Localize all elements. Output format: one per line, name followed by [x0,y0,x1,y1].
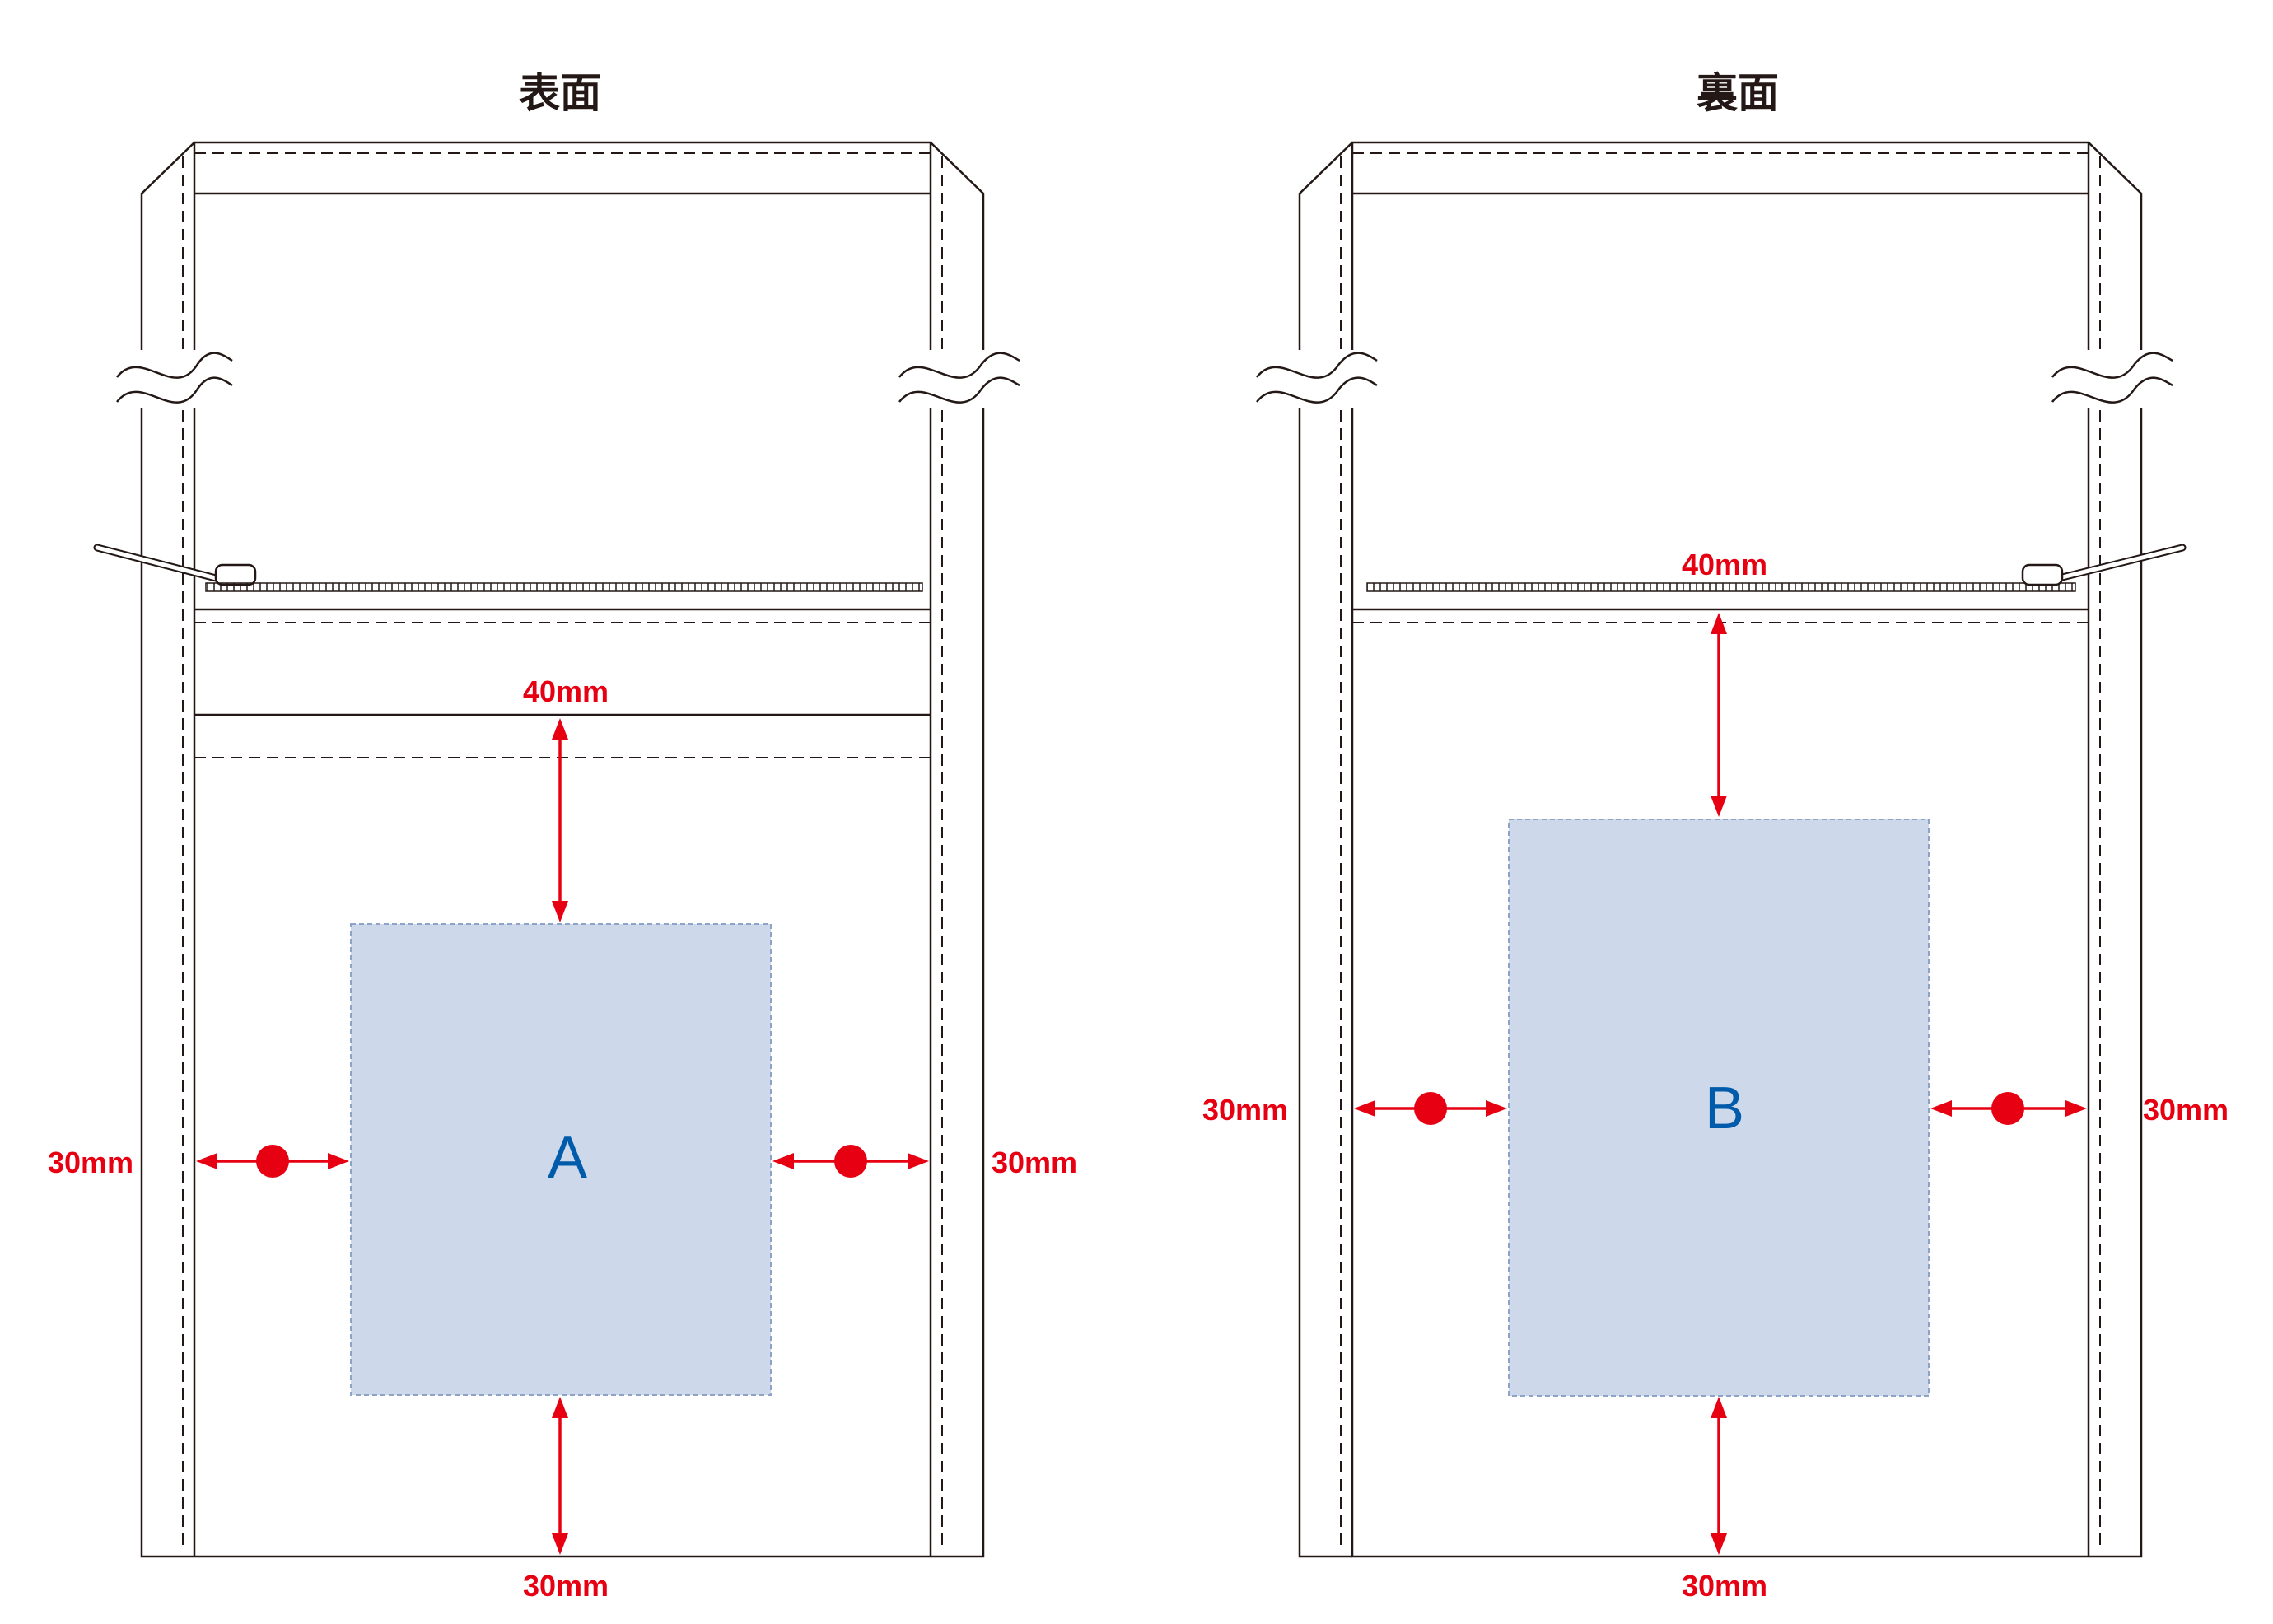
back-dim-right-dot [1991,1092,2024,1125]
back-body-outline [1351,141,2090,1558]
back-dim-bottom-arrowhead-down [1711,1533,1727,1555]
back-dim-left-dot [1414,1092,1447,1125]
back-print-area-b [1508,819,1930,1397]
front-title: 表面 [519,69,601,117]
front-panel: 表面 A 40mm [48,69,1077,1603]
front-zipper-slider-icon [214,563,257,586]
front-dim-left-arrowhead-left [196,1153,217,1169]
front-left-break-wave-2 [116,376,233,404]
front-dim-left-label: 30mm [48,1146,133,1179]
back-dim-top-label: 40mm [1682,548,1767,581]
back-dim-left-label: 30mm [1202,1093,1288,1127]
back-right-break-wave-2 [2051,376,2173,404]
front-dim-left-dot [256,1145,289,1178]
back-right-strap [2088,142,2143,1558]
back-dim-right-arrowhead-left [1930,1100,1952,1117]
front-right-break-mask [898,350,1021,408]
front-dim-right-dot [834,1145,867,1178]
front-dim-right-label: 30mm [992,1146,1077,1179]
front-dim-bottom-arrowhead-up [552,1397,568,1418]
front-left-break-mask [115,350,231,408]
back-left-strap [1298,142,1353,1558]
front-right-break-wave-2 [898,376,1020,404]
back-left-break-wave-2 [1256,376,1378,404]
back-dim-bottom-arrowhead-up [1711,1397,1727,1418]
front-dim-top-label: 40mm [523,674,609,708]
back-zipper-pull [2056,545,2185,581]
front-right-strap [930,142,985,1558]
front-zipper-teeth [205,582,923,592]
front-dim-bottom-label: 30mm [523,1569,609,1603]
back-right-break-wave-1 [2051,352,2173,379]
front-dim-top-arrowhead-up [552,718,568,740]
front-dim-top-arrowhead-down [552,901,568,922]
back-dim-top-arrowhead-down [1711,796,1727,817]
back-print-area-label: B [1705,1076,1744,1141]
front-left-strap [140,142,195,1558]
back-title: 裏面 [1697,69,1779,117]
back-dim-left-arrowhead-left [1354,1100,1375,1117]
front-dim-right-arrowhead-left [772,1153,794,1169]
front-print-area-label: A [548,1125,587,1191]
back-right-break-mask [2051,350,2174,408]
front-zipper-pull [95,545,218,581]
front-body-outline [193,141,932,1558]
front-left-break-wave-1 [116,352,233,379]
back-left-break-wave-1 [1256,352,1378,379]
front-dim-left-arrowhead-right [328,1153,349,1169]
front-dim-right-arrowhead-right [908,1153,929,1169]
back-dim-left-arrowhead-right [1486,1100,1507,1117]
back-dim-bottom-label: 30mm [1682,1569,1767,1603]
back-dim-right-arrowhead-right [2065,1100,2087,1117]
back-dim-top-arrowhead-up [1711,613,1727,634]
front-print-area-a [350,923,772,1396]
back-zipper-teeth [1366,582,2076,592]
back-zipper-slider-icon [2021,563,2064,586]
back-left-break-mask [1255,350,1379,408]
back-panel: 裏面 B 40mm 3 [1202,69,2229,1603]
front-right-break-wave-1 [898,352,1020,379]
front-dim-bottom-arrowhead-down [552,1533,568,1555]
back-dim-right-label: 30mm [2143,1093,2229,1127]
